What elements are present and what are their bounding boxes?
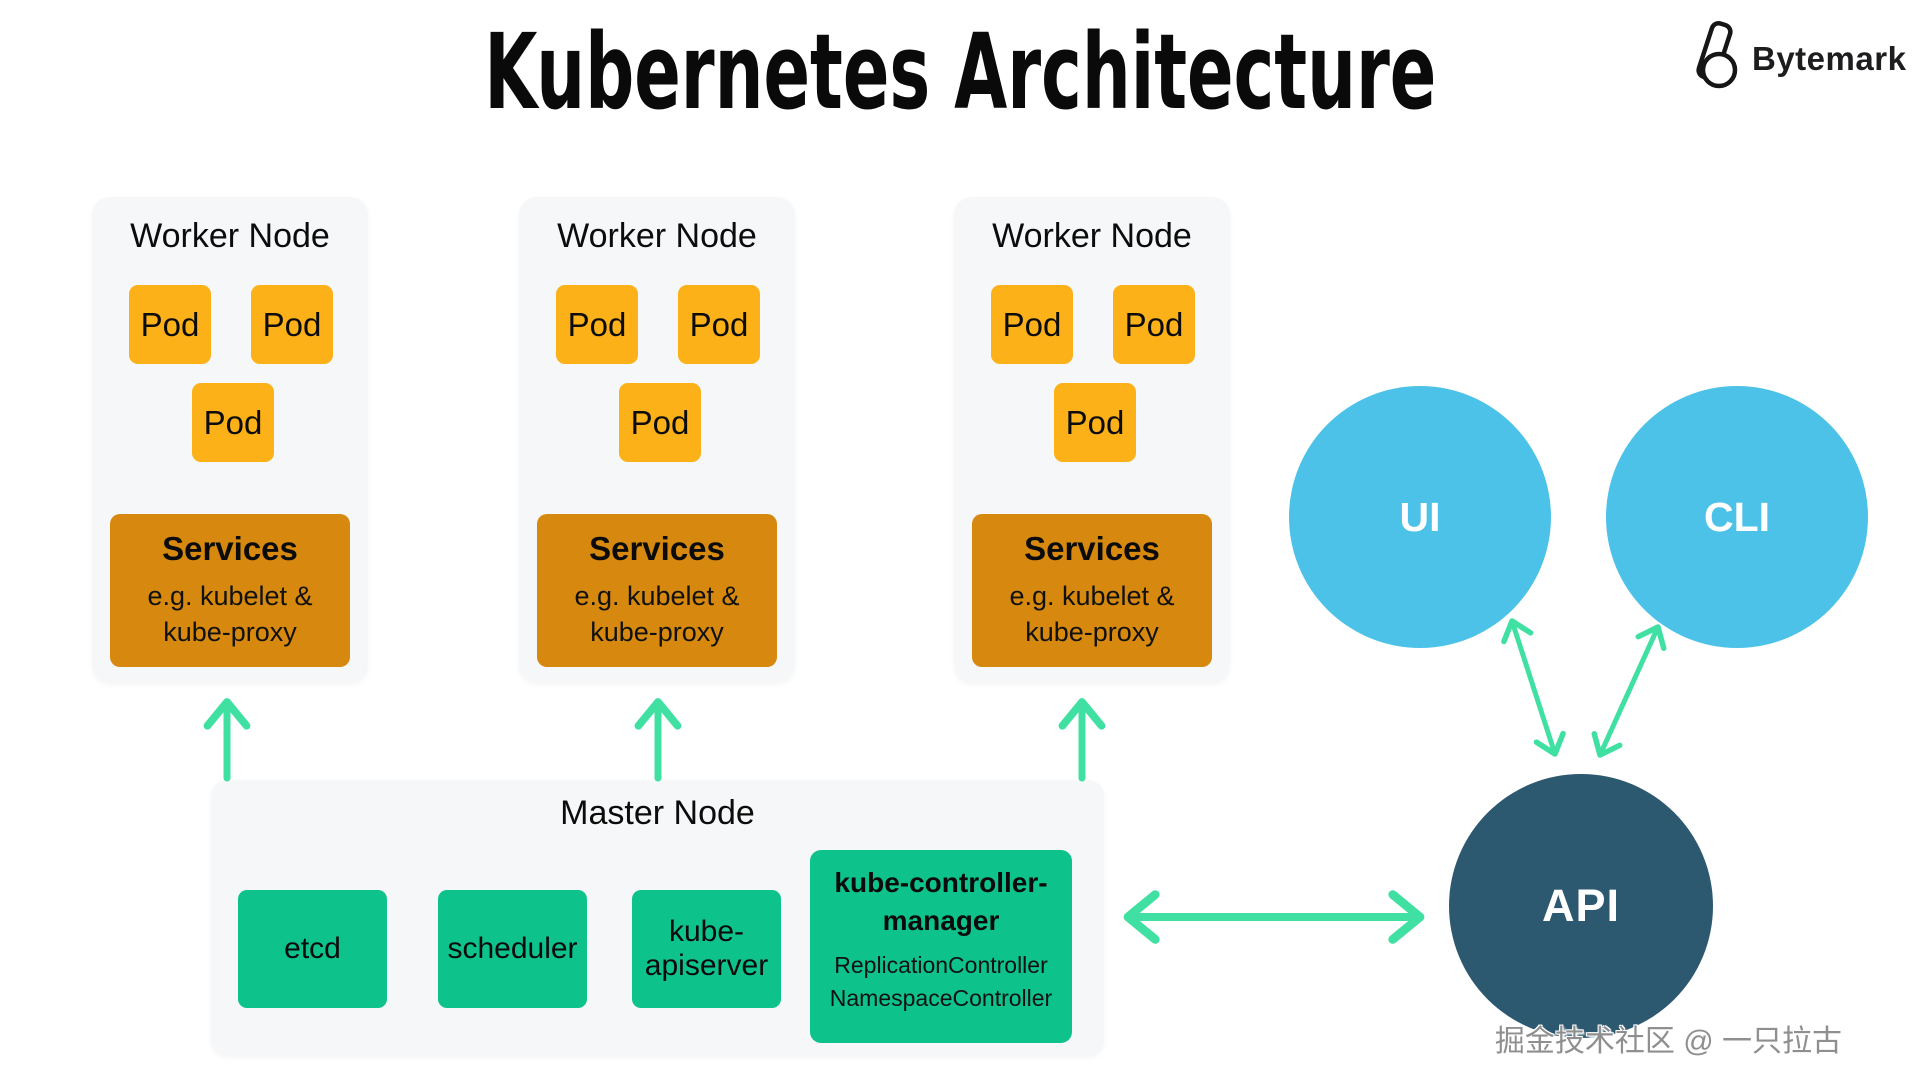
arrow-api-ui bbox=[1501, 618, 1566, 757]
scheduler-box: scheduler bbox=[438, 890, 587, 1008]
kube-apiserver-box: kube-apiserver bbox=[632, 890, 781, 1008]
bytemark-logo-icon bbox=[1682, 20, 1744, 97]
services-box: Services e.g. kubelet & kube-proxy bbox=[110, 514, 350, 667]
worker-node-1: Worker Node Pod Pod Pod Services e.g. ku… bbox=[92, 197, 368, 683]
pod-box: Pod bbox=[192, 383, 274, 462]
worker-node-3: Worker Node Pod Pod Pod Services e.g. ku… bbox=[954, 197, 1230, 683]
worker-node-2-title: Worker Node bbox=[557, 217, 757, 255]
controller-item: NamespaceController bbox=[829, 984, 1053, 1011]
kube-controller-manager-box: kube-controller-manager ReplicationContr… bbox=[810, 850, 1072, 1043]
pod-box: Pod bbox=[129, 285, 211, 364]
worker-node-3-title: Worker Node bbox=[992, 217, 1192, 255]
watermark: 掘金技术社区 @ 一只拉古 bbox=[1494, 1025, 1842, 1058]
controller-item: ReplicationController bbox=[834, 951, 1048, 978]
page-title: Kubernetes Architecture bbox=[483, 11, 1437, 133]
services-subtitle: e.g. kubelet & kube-proxy bbox=[574, 581, 740, 648]
pod-box: Pod bbox=[556, 285, 638, 364]
pod-box: Pod bbox=[1113, 285, 1195, 364]
etcd-box: etcd bbox=[238, 890, 387, 1008]
services-title: Services bbox=[589, 530, 725, 567]
master-node-title: Master Node bbox=[560, 794, 755, 832]
services-box: Services e.g. kubelet & kube-proxy bbox=[972, 514, 1212, 667]
services-box: Services e.g. kubelet & kube-proxy bbox=[537, 514, 777, 667]
pod-box: Pod bbox=[251, 285, 333, 364]
services-subtitle: e.g. kubelet & kube-proxy bbox=[147, 581, 313, 648]
title-row: Kubernetes Architecture bbox=[0, 11, 1920, 133]
pod-box: Pod bbox=[991, 285, 1073, 364]
worker-node-2: Worker Node Pod Pod Pod Services e.g. ku… bbox=[519, 197, 795, 683]
api-circle: API bbox=[1449, 774, 1713, 1038]
pod-box: Pod bbox=[678, 285, 760, 364]
services-subtitle: e.g. kubelet & kube-proxy bbox=[1009, 581, 1175, 648]
bytemark-logo-text: Bytemark bbox=[1752, 39, 1907, 77]
cli-circle-label: CLI bbox=[1703, 493, 1771, 540]
pod-box: Pod bbox=[1054, 383, 1136, 462]
master-node: Master Node etcd scheduler kube-apiserve… bbox=[211, 780, 1104, 1056]
bytemark-logo: Bytemark bbox=[1682, 20, 1906, 97]
kube-controller-manager-title: kube-controller-manager bbox=[834, 867, 1048, 936]
worker-node-1-title: Worker Node bbox=[130, 217, 330, 255]
cli-circle: CLI bbox=[1606, 386, 1868, 648]
pod-box: Pod bbox=[619, 383, 701, 462]
ui-circle: UI bbox=[1289, 386, 1551, 648]
services-title: Services bbox=[162, 530, 298, 567]
arrow-api-cli bbox=[1591, 624, 1667, 758]
services-title: Services bbox=[1024, 530, 1160, 567]
api-circle-label: API bbox=[1541, 880, 1620, 931]
ui-circle-label: UI bbox=[1399, 493, 1441, 540]
